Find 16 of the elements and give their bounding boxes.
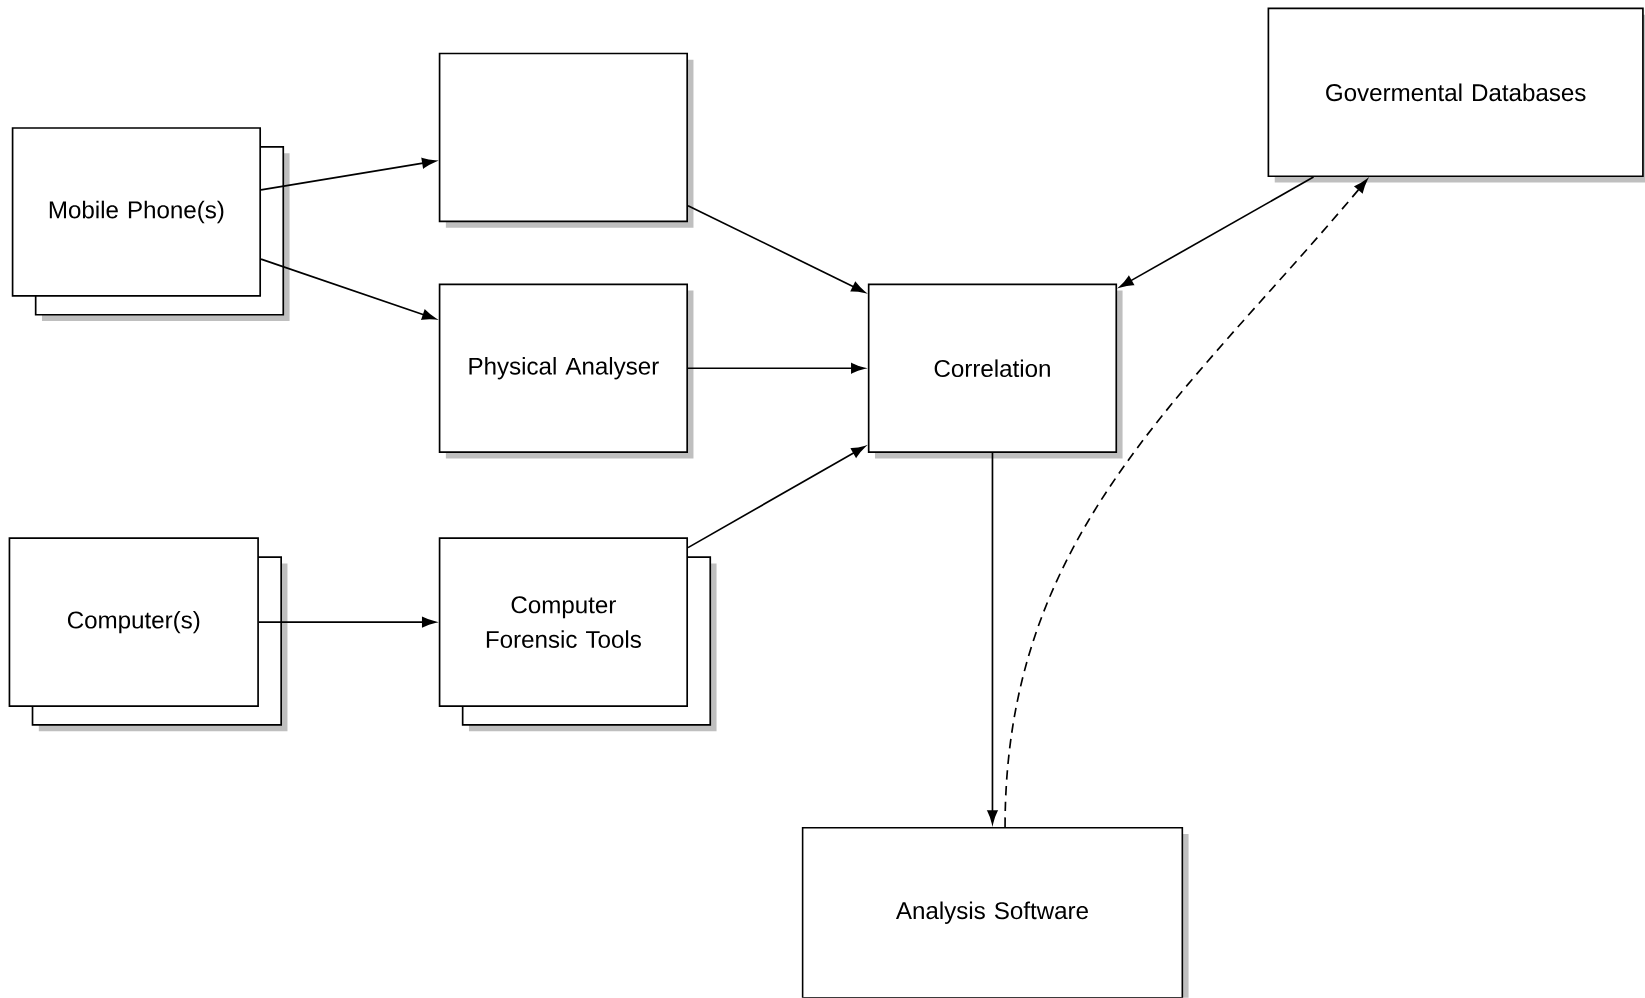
stacked-box: Mobile Phone(s): [11, 127, 290, 322]
arrow: [1119, 176, 1315, 288]
arrow: [1004, 179, 1368, 828]
process-box: Analysis Software: [801, 827, 1189, 998]
arrow: [987, 452, 998, 825]
process-box: [438, 52, 694, 228]
stacked-box: Computer(s): [8, 537, 288, 732]
arrow: [687, 363, 865, 374]
process-box: Correlation: [867, 283, 1123, 459]
arrow: [687, 204, 866, 294]
arrow: [258, 617, 436, 628]
arrow: [260, 258, 437, 320]
stacked-box: Computer Forensic Tools: [438, 537, 717, 732]
process-box: Physical Analyser: [438, 283, 694, 459]
arrow: [687, 446, 866, 549]
process-box: Govermental Databases: [1267, 7, 1645, 183]
